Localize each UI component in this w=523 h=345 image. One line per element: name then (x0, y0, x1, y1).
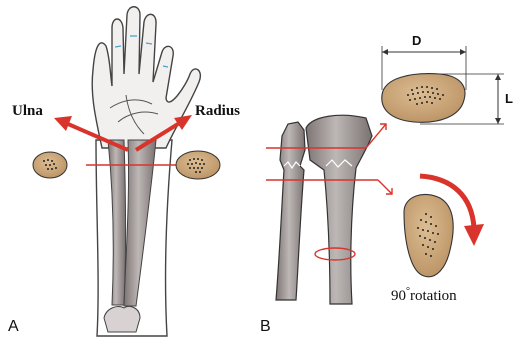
radius-label: Radius (195, 103, 240, 120)
panel-b-bones (266, 115, 378, 304)
dimension-l-label: L (505, 91, 513, 106)
radius-cross-section (176, 151, 220, 179)
rotated-cross-section (404, 194, 453, 276)
dimension-d-label: D (412, 33, 421, 48)
ulna-label: Ulna (12, 103, 43, 120)
rotation-value: 90 (391, 288, 406, 304)
panel-a-letter: A (8, 318, 19, 336)
rotation-label: 90°rotation (391, 286, 457, 305)
elbow-end (104, 306, 140, 332)
rotation-word: rotation (410, 288, 457, 304)
ulna-cross-section (33, 152, 67, 178)
radius-fragment (306, 115, 372, 304)
lower-connector-arrow (378, 180, 392, 194)
measured-cross-section (382, 74, 465, 123)
panel-b-letter: B (260, 318, 271, 336)
hand-outline (92, 7, 200, 148)
